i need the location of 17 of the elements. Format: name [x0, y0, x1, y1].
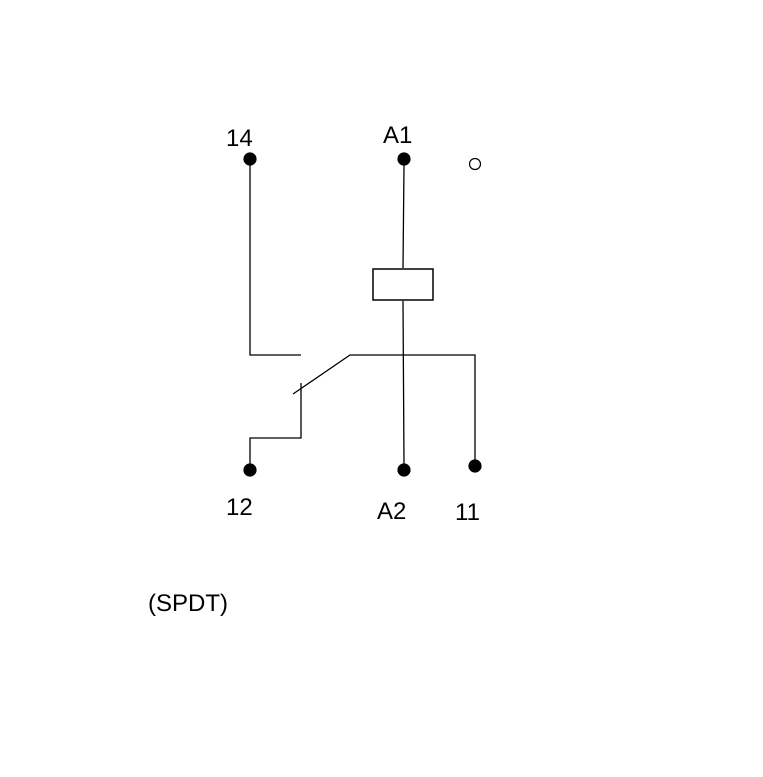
terminal-label: 11 [455, 501, 480, 525]
terminal-label: 14 [226, 127, 253, 151]
wire [249, 165, 301, 356]
terminal-dot [397, 463, 411, 477]
terminal-dot [397, 152, 411, 166]
terminal-dot [468, 459, 482, 473]
terminal-label: A1 [383, 124, 412, 148]
wire [249, 354, 476, 465]
relay-type-label: (SPDT) [148, 592, 228, 616]
terminal-label: 12 [226, 496, 253, 520]
terminal-dot [243, 463, 257, 477]
wire [402, 301, 405, 464]
wire [402, 165, 405, 268]
terminal-label: A2 [377, 500, 406, 524]
hollow-circle-mark [468, 157, 482, 171]
terminal-dot [243, 152, 257, 166]
coil-symbol [372, 268, 434, 301]
